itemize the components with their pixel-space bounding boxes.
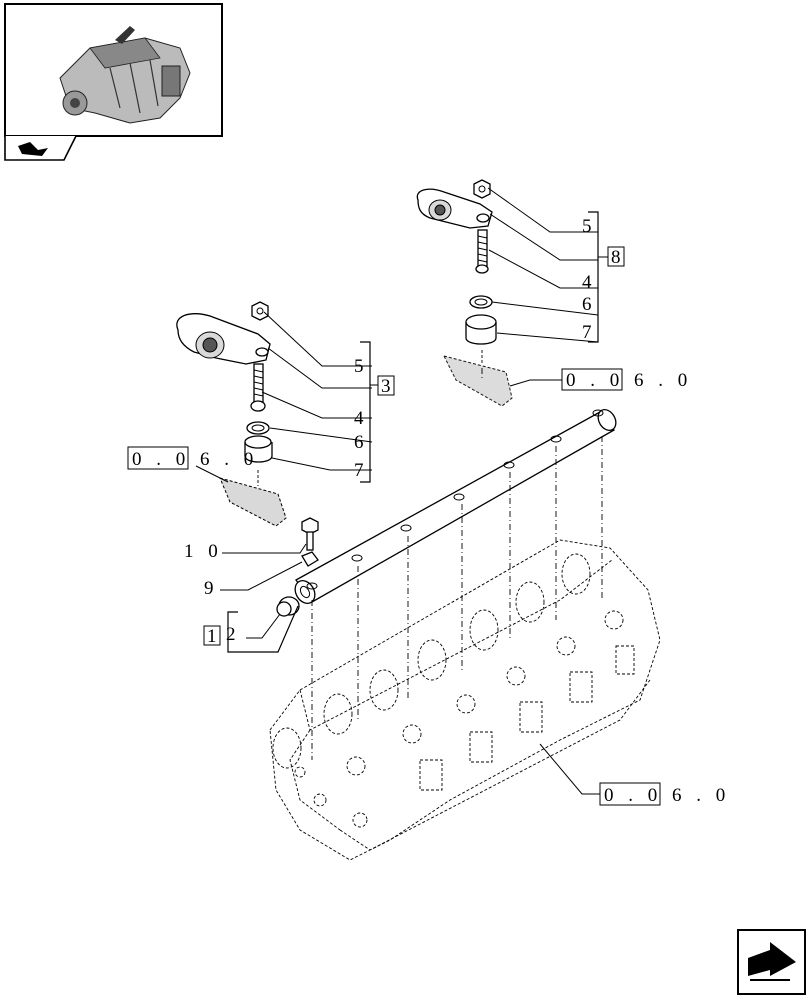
ref-bottom[interactable]: 0 . 0 6 . 0 [599,782,730,806]
group-8-box: 8 [607,246,625,268]
label-item-5b: 5 [354,356,369,377]
alignment-lines [311,368,603,760]
label-item-5a: 5 [582,216,597,237]
svg-text:6: 6 [354,432,369,453]
ref-left[interactable]: 0 . 0 6 . 0 [127,446,258,470]
label-item-4b: 4 [354,408,369,429]
svg-text:7: 7 [354,460,369,481]
svg-text:8: 8 [611,247,621,268]
label-item-9: 9 [204,578,219,599]
label-item-7b: 7 [354,460,369,481]
shaft-plug [276,596,300,617]
bolt-and-clip [301,517,319,567]
label-item-6a: 6 [582,294,597,315]
svg-text:0 . 0 6 . 0: 0 . 0 6 . 0 [604,785,730,806]
svg-text:4: 4 [354,408,369,429]
cylinder-head-phantom [269,539,661,861]
next-page-arrow-icon[interactable] [737,929,806,995]
svg-text:1: 1 [207,626,217,647]
svg-text:5: 5 [354,356,369,377]
label-item-4a: 4 [582,272,597,293]
engine-thumbnail-icon[interactable] [4,3,223,137]
svg-text:2: 2 [226,624,241,645]
rocker-arm-assembly-right [416,179,513,407]
svg-text:9: 9 [204,578,219,599]
svg-text:7: 7 [582,322,597,343]
svg-text:1 0: 1 0 [184,541,223,562]
label-item-6b: 6 [354,432,369,453]
svg-text:6: 6 [582,294,597,315]
label-item-10: 1 0 [184,541,223,562]
label-item-7a: 7 [582,322,597,343]
label-item-2: 2 [226,624,241,645]
rocker-arm-assembly-left [176,301,287,527]
group-1-box: 1 [203,625,221,647]
svg-text:3: 3 [381,376,391,397]
svg-text:5: 5 [582,216,597,237]
rocker-shaft [294,409,617,604]
section-bookmark-icon[interactable] [4,135,77,161]
svg-text:0 . 0 6 . 0: 0 . 0 6 . 0 [566,370,692,391]
group-3-box: 3 [377,375,395,397]
svg-text:0 . 0 6 . 0: 0 . 0 6 . 0 [132,449,258,470]
ref-top-right[interactable]: 0 . 0 6 . 0 [561,368,692,391]
svg-text:4: 4 [582,272,597,293]
